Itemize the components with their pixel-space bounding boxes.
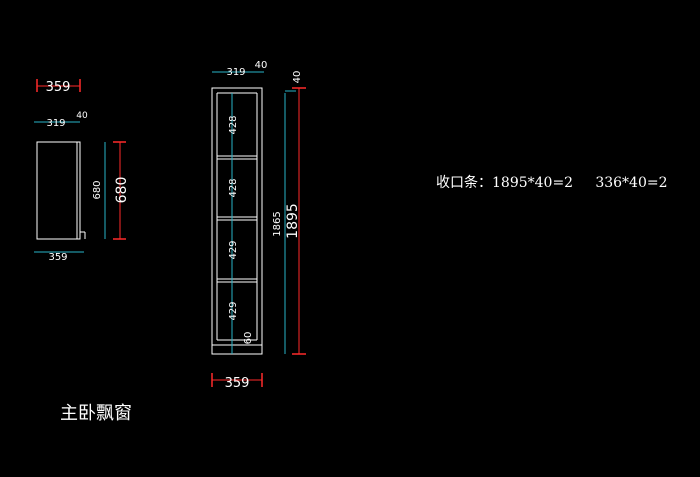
left-dim-height-inner-text: 680 xyxy=(92,180,103,199)
trim-note: 收口条：1895*40=2 336*40=2 xyxy=(436,174,668,191)
tall-dim-top-right-text: 40 xyxy=(292,71,303,84)
tall-cabinet: 319 40 40 428 428 429 429 xyxy=(211,60,306,391)
drawing-title: 主卧飘窗 xyxy=(60,403,132,424)
left-dim-bottom-text: 359 xyxy=(48,252,67,263)
left-dim-top-inner-text: 319 xyxy=(46,118,65,129)
left-dim-height: 680 680 xyxy=(92,141,130,240)
tall-dim-height-overall-text: 1895 xyxy=(285,203,301,239)
left-dim-height-overall-text: 680 xyxy=(114,177,130,204)
tall-shelf-4-text: 429 xyxy=(228,301,239,320)
tall-shelf-3-text: 429 xyxy=(228,240,239,259)
tall-dim-top-side-text: 40 xyxy=(255,60,268,71)
left-dim-top-inner: 319 40 xyxy=(34,111,88,129)
tall-dim-top: 319 40 40 xyxy=(212,60,303,92)
left-dim-top-side-text: 40 xyxy=(76,111,88,121)
left-cabinet-outline xyxy=(36,141,86,240)
tall-dim-height-inner-text: 1865 xyxy=(272,211,283,236)
left-elevation: 359 319 40 680 680 359 xyxy=(34,79,130,263)
tall-cabinet-outline xyxy=(211,87,263,355)
left-dim-top-overall: 359 xyxy=(36,79,81,95)
tall-dim-top-inner-text: 319 xyxy=(226,67,245,78)
tall-dim-height: 1865 1895 xyxy=(272,87,306,355)
tall-dim-bottom-text: 359 xyxy=(225,376,250,391)
tall-shelf-dims: 428 428 429 429 60 xyxy=(228,93,254,354)
tall-dim-bottom: 359 xyxy=(211,373,263,391)
left-dim-top-overall-text: 359 xyxy=(46,80,71,95)
left-dim-bottom: 359 xyxy=(34,251,84,263)
tall-shelf-1-text: 428 xyxy=(228,115,239,134)
tall-plinth-text: 60 xyxy=(243,332,254,345)
tall-shelf-2-text: 428 xyxy=(228,178,239,197)
